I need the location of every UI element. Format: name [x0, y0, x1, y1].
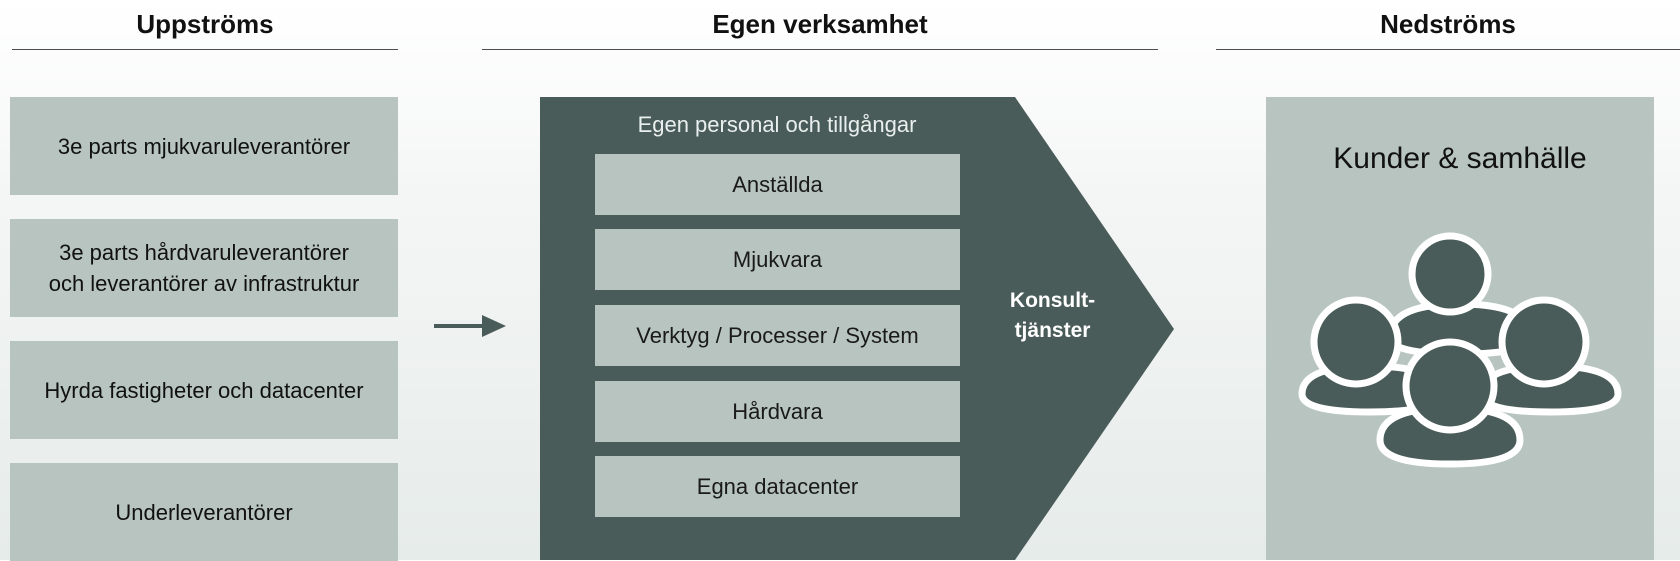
- right-arrow-icon: [434, 315, 506, 337]
- downstream-header: Nedströms: [1216, 0, 1680, 50]
- own-operations-title: Egen personal och tillgångar: [637, 112, 917, 137]
- upstream-item-subcontractors: Underleverantörer: [10, 463, 398, 561]
- own-item-own-datacenters: Egna datacenter: [595, 456, 960, 517]
- own-item-hardware: Hårdvara: [595, 381, 960, 442]
- own-item-software: Mjukvara: [595, 229, 960, 290]
- downstream-title: Kunder & samhälle: [1333, 142, 1587, 175]
- upstream-item-software-suppliers: 3e parts mjukvaruleverantörer: [10, 97, 398, 195]
- upstream-item-rented-facilities: Hyrda fastigheter och datacenter: [10, 341, 398, 439]
- upstream-item-hardware-suppliers: 3e parts hårdvaruleverantörer och levera…: [10, 219, 398, 317]
- own-item-tools-processes-systems: Verktyg / Processer / System: [595, 305, 960, 366]
- own-operations-header: Egen verksamhet: [482, 0, 1158, 50]
- consulting-services-label: Konsult- tjänster: [1009, 289, 1096, 342]
- upstream-header: Uppströms: [12, 0, 398, 50]
- own-item-employees: Anställda: [595, 154, 960, 215]
- people-group-icon: [1298, 232, 1622, 468]
